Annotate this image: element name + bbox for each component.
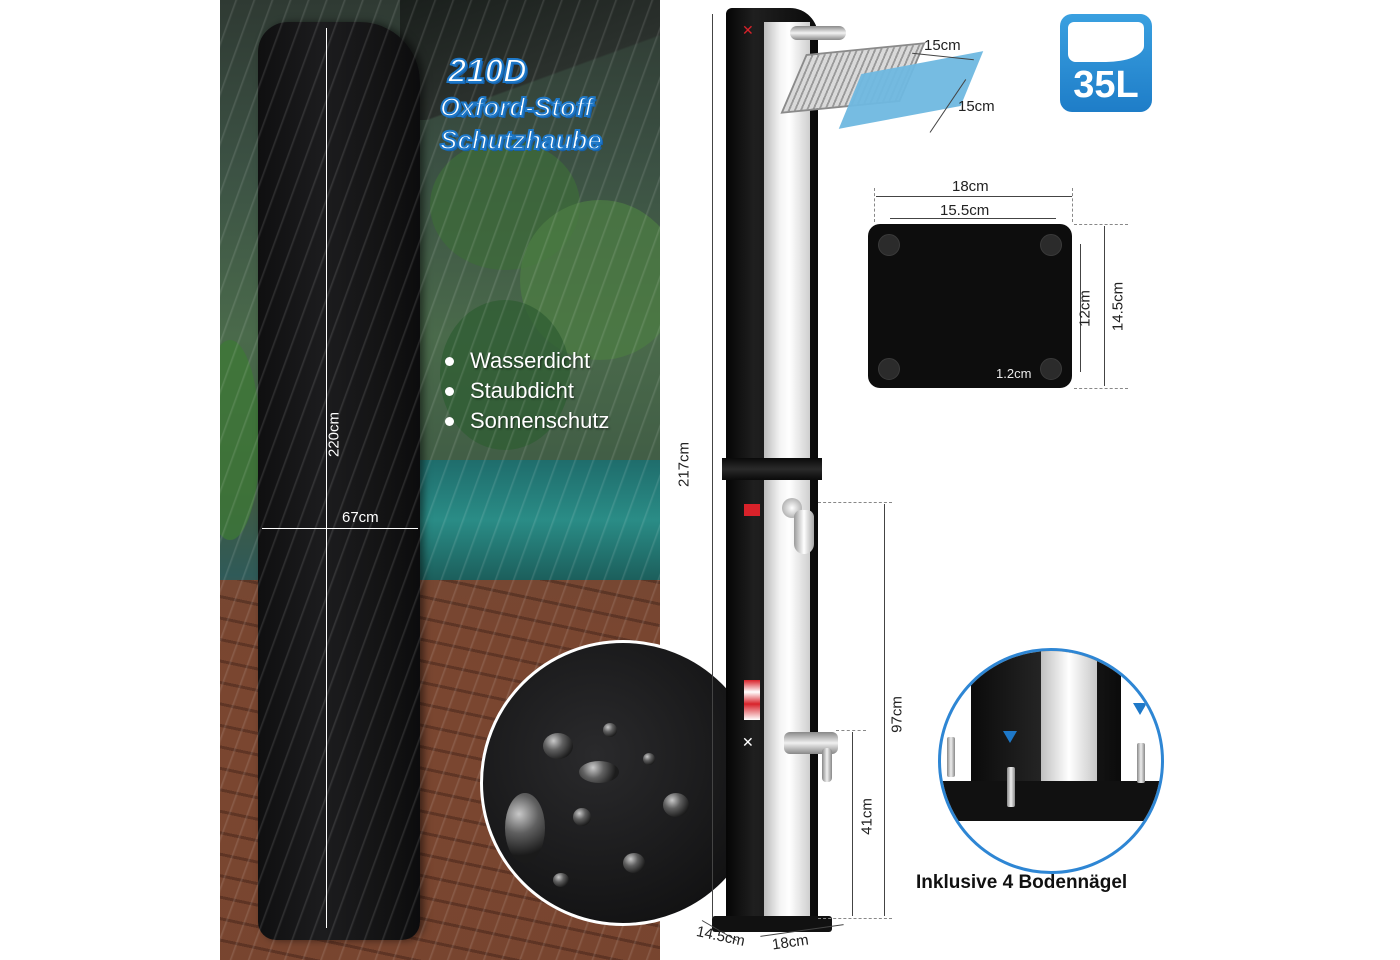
pool-background [420, 460, 660, 580]
cover-title: 210D Oxford-Stoff Schutzhaube [439, 51, 660, 156]
arrow-down-icon [943, 703, 957, 715]
warning-label [744, 504, 760, 516]
water-drop-icon [573, 808, 591, 826]
plate-outer-height-label: 14.5cm [1109, 281, 1127, 332]
tap-height-dimension-line [852, 732, 853, 916]
tap-height-label: 41cm [858, 798, 876, 835]
plate-guide [1074, 388, 1128, 389]
cover-height-dimension-line [326, 28, 327, 928]
tool-icon: ✕ [742, 734, 754, 750]
base-foot-plate [941, 781, 1161, 821]
bullet-icon [445, 416, 454, 426]
foot-tap-spout [822, 748, 832, 782]
ground-nail [947, 737, 955, 777]
cover-width-label: 67cm [342, 509, 379, 526]
head-width-label: 15cm [924, 37, 961, 54]
capacity-text: 35L [1073, 64, 1139, 106]
arrow-down-icon [1003, 731, 1017, 743]
plate-inner-width-line [890, 218, 1056, 219]
foliage [440, 300, 570, 450]
water-drop-icon [553, 873, 569, 887]
cover-width-dimension-line [262, 528, 418, 529]
protective-cover [258, 22, 420, 940]
base-post-silver [1041, 651, 1097, 801]
plate-guide [1072, 188, 1073, 222]
plate-hole [1040, 234, 1062, 256]
column-connector-band [722, 458, 822, 480]
water-drop-icon [543, 733, 573, 759]
water-drop-icon [603, 723, 617, 737]
title-line-210d: 210D [447, 51, 528, 90]
feature-list: Wasserdicht Staubdicht Sonnenschutz [445, 346, 609, 436]
instruction-label [744, 680, 760, 720]
plate-guide [1074, 224, 1128, 225]
tap-height-guide [836, 730, 866, 731]
water-drop-icon [505, 793, 545, 863]
shower-arm [790, 26, 846, 40]
plate-hole [1040, 358, 1062, 380]
mixer-lever [794, 510, 814, 554]
plate-inner-width-label: 15.5cm [940, 202, 990, 219]
water-tank-icon [1068, 22, 1144, 62]
bullet-icon [445, 356, 454, 366]
plate-outer-width-line [876, 196, 1072, 197]
column-height-label: 217cm [675, 441, 693, 488]
capacity-badge: 35L [1060, 14, 1152, 112]
column-width-label: 18cm [770, 931, 810, 954]
plate-outer-height-line [1104, 226, 1105, 386]
cover-height-label: 220cm [325, 411, 343, 458]
title-line-cover: Schutzhaube [439, 124, 603, 156]
mixer-height-guide [818, 502, 892, 503]
tool-icon: ✕ [742, 22, 754, 38]
head-depth-label: 15cm [958, 98, 995, 115]
feature-item: Staubdicht [445, 376, 609, 406]
water-drop-icon [663, 793, 689, 817]
water-drop-icon [643, 753, 655, 765]
plate-inner-height-label: 12cm [1076, 290, 1094, 327]
bullet-icon [445, 386, 454, 396]
ground-nail [1137, 743, 1145, 783]
mixer-height-label: 97cm [888, 696, 906, 733]
plate-hole [878, 234, 900, 256]
plate-hole [878, 358, 900, 380]
column-height-dimension-line [712, 14, 713, 918]
column-base-foot [712, 916, 832, 932]
feature-item: Wasserdicht [445, 346, 609, 376]
mixer-height-dimension-line [884, 504, 885, 916]
plate-guide [874, 188, 875, 222]
ground-nail [1007, 767, 1015, 807]
title-line-material: Oxford-Stoff [439, 91, 594, 123]
floor-guide [818, 918, 892, 919]
base-plate [868, 224, 1072, 388]
shower-column: ✕ ✕ [712, 8, 832, 932]
feature-item: Sonnenschutz [445, 406, 609, 436]
water-drop-icon [579, 761, 619, 783]
water-drop-icon [623, 853, 645, 873]
waterproof-closeup [480, 640, 766, 926]
ground-nails-closeup [938, 648, 1164, 874]
ground-nails-caption: Inklusive 4 Bodennägel [916, 872, 1128, 893]
plate-hole-offset-label: 1.2cm [996, 366, 1032, 381]
plate-inner-height-line [1080, 244, 1081, 372]
roof-background [400, 0, 660, 120]
plate-outer-width-label: 18cm [952, 178, 989, 195]
arrow-down-icon [1133, 703, 1147, 715]
foliage [220, 340, 260, 540]
